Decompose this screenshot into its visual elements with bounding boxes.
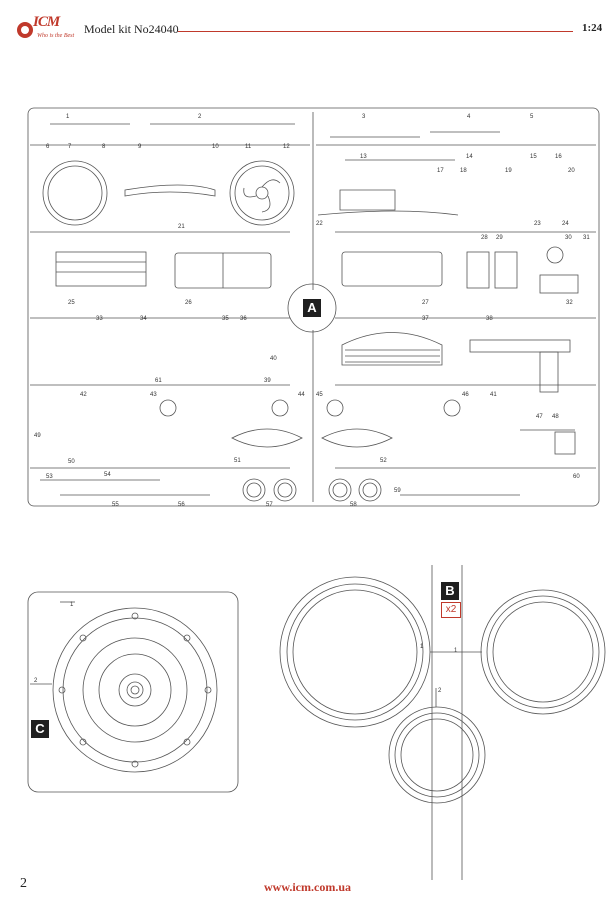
part-label: 35 <box>222 316 229 322</box>
part-label: 19 <box>505 168 512 174</box>
part-label: 21 <box>178 224 185 230</box>
part-label: 56 <box>178 502 185 508</box>
part-label: 46 <box>462 392 469 398</box>
part-label: 17 <box>437 168 444 174</box>
part-label: 27 <box>422 300 429 306</box>
part-label: 9 <box>138 144 142 150</box>
part-label: 41 <box>490 392 497 398</box>
part-label: 47 <box>536 414 543 420</box>
part-label: 26 <box>185 300 192 306</box>
sprue-c <box>27 591 239 793</box>
part-label: 23 <box>534 221 541 227</box>
part-label: 52 <box>380 458 387 464</box>
page-number: 2 <box>20 876 27 891</box>
part-label: 50 <box>68 459 75 465</box>
part-label: 7 <box>68 144 72 150</box>
part-label: 18 <box>460 168 467 174</box>
sprue-b-labels: 1 1 2 <box>420 644 458 694</box>
part-label: 57 <box>266 502 273 508</box>
part-label: 31 <box>583 235 590 241</box>
part-label: 42 <box>80 392 87 398</box>
part-label: 39 <box>264 378 271 384</box>
kit-title: Model kit No24040 <box>84 22 179 36</box>
part-label: 49 <box>34 433 41 439</box>
logo-text: ICM <box>33 14 60 30</box>
part-label: 11 <box>245 144 252 150</box>
website-link[interactable]: www.icm.com.ua <box>264 880 351 894</box>
part-label: 1 <box>70 602 74 608</box>
part-label: 14 <box>466 154 473 160</box>
part-label: 45 <box>316 392 323 398</box>
logo-tagline: Who is the Best <box>37 33 75 39</box>
part-label: 36 <box>240 316 247 322</box>
part-label: 12 <box>283 144 290 150</box>
part-label: 43 <box>150 392 157 398</box>
part-label: 40 <box>270 356 277 362</box>
part-label: 20 <box>568 168 575 174</box>
part-label: 48 <box>552 414 559 420</box>
part-label: 1 <box>420 644 424 650</box>
part-label: 55 <box>112 502 119 508</box>
part-label: 5 <box>530 114 534 120</box>
part-label: 6 <box>46 144 50 150</box>
part-label: 2 <box>34 678 38 684</box>
part-label: 37 <box>422 316 429 322</box>
part-label: 30 <box>565 235 572 241</box>
sprue-b-multiplier: x2 <box>441 602 461 618</box>
part-label: 59 <box>394 488 401 494</box>
part-label: 1 <box>454 648 458 654</box>
part-label: 4 <box>467 114 471 120</box>
part-label: 34 <box>140 316 147 322</box>
part-label: 22 <box>316 221 323 227</box>
part-label: 28 <box>481 235 488 241</box>
part-label: 33 <box>96 316 103 322</box>
sprue-a-frame <box>27 107 600 507</box>
sprue-c-labels: 1 2 <box>34 602 74 684</box>
sprue-a-labels: 1 2 3 4 5 6 7 8 9 10 11 12 13 14 15 16 1… <box>34 114 590 508</box>
part-label: 60 <box>573 474 580 480</box>
part-label: 54 <box>104 472 111 478</box>
sprue-letter-c: C <box>31 720 49 738</box>
part-label: 44 <box>298 392 305 398</box>
scale-label: 1:24 <box>582 22 603 34</box>
part-label: 24 <box>562 221 569 227</box>
part-label: 16 <box>555 154 562 160</box>
sprue-a-parts <box>40 123 579 502</box>
sprue-b <box>279 565 606 880</box>
part-label: 51 <box>234 458 241 464</box>
logo-mark <box>17 22 33 38</box>
header-divider <box>178 31 573 32</box>
part-label: 58 <box>350 502 357 508</box>
part-label: 15 <box>530 154 537 160</box>
part-label: 53 <box>46 474 53 480</box>
part-label: 10 <box>212 144 219 150</box>
part-label: 13 <box>360 154 367 160</box>
part-label: 1 <box>66 114 70 120</box>
part-label: 25 <box>68 300 75 306</box>
part-label: 3 <box>362 114 366 120</box>
sprue-letter-b: B <box>441 582 459 600</box>
part-label: 8 <box>102 144 106 150</box>
part-label: 38 <box>486 316 493 322</box>
part-label: 2 <box>198 114 202 120</box>
part-label: 61 <box>155 378 162 384</box>
part-label: 2 <box>438 688 442 694</box>
part-label: 29 <box>496 235 503 241</box>
sprue-letter-a: A <box>303 299 321 317</box>
part-label: 32 <box>566 300 573 306</box>
